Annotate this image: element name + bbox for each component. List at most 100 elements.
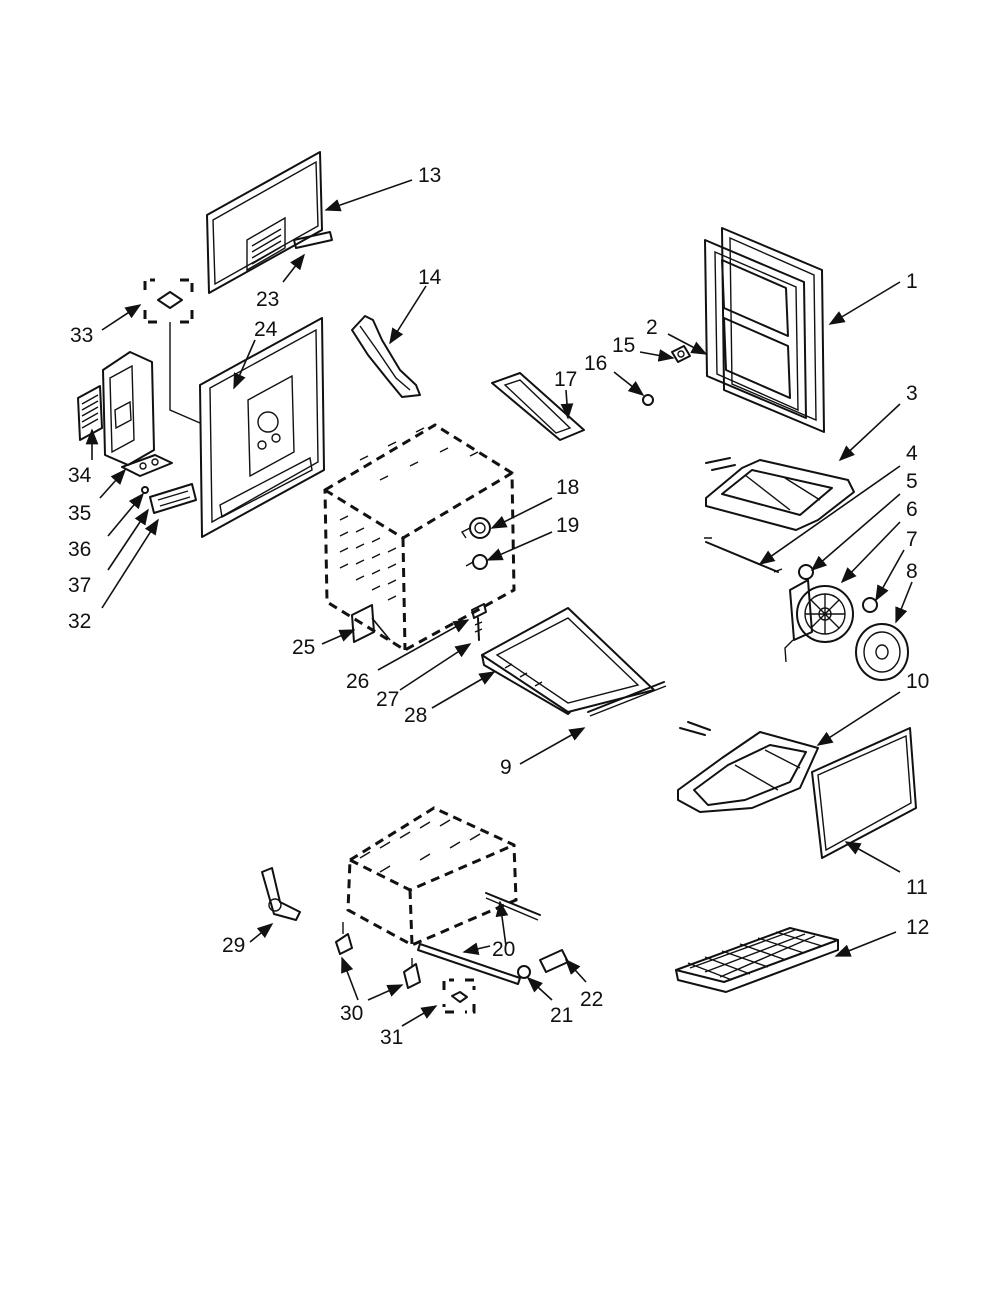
callout-8: 8	[906, 560, 918, 583]
callout-35: 35	[68, 502, 91, 525]
callout-23: 23	[256, 288, 279, 311]
callout-11: 11	[906, 876, 928, 899]
leader-8	[895, 581, 913, 624]
callout-37: 37	[68, 574, 91, 597]
callout-19: 19	[556, 514, 579, 537]
bolt-part-22	[539, 949, 569, 973]
leader-14	[389, 285, 427, 345]
oven-rack-part-12	[675, 927, 839, 993]
door-inner-panel-part-2	[704, 239, 807, 419]
bracket-part-31	[442, 978, 476, 1014]
leader-17	[560, 389, 574, 420]
control-panel-frame-part-24	[199, 317, 325, 538]
leader-13	[324, 179, 413, 212]
convection-fan-part-6	[784, 579, 854, 663]
fan-cover-part-8	[855, 623, 909, 681]
callout-15: 15	[612, 334, 635, 357]
leader-5	[810, 493, 901, 572]
leader-20b	[462, 942, 491, 955]
probe-rod-part-4	[704, 537, 783, 573]
screw-part-37	[141, 486, 149, 494]
callout-10: 10	[906, 670, 929, 693]
leader-30b	[341, 956, 359, 1001]
leader-32	[101, 518, 159, 609]
door-gasket-part-11	[811, 727, 917, 859]
callout-27: 27	[376, 688, 399, 711]
anti-tip-bracket-part-29	[261, 867, 301, 921]
leader-31	[401, 1005, 438, 1027]
callout-6: 6	[906, 498, 918, 521]
callout-22: 22	[580, 988, 603, 1011]
leader-25	[321, 629, 356, 645]
lower-drawer-assembly	[346, 806, 541, 947]
callout-29: 29	[222, 934, 245, 957]
bracket-part-33	[143, 278, 201, 424]
nut-part-5	[798, 564, 814, 580]
callout-26: 26	[346, 670, 369, 693]
rear-panel-part-13	[206, 151, 333, 294]
callout-20: 20	[492, 938, 515, 961]
callout-5: 5	[906, 470, 918, 493]
callout-18: 18	[556, 476, 579, 499]
callout-2: 2	[646, 316, 658, 339]
leader-11	[844, 841, 901, 873]
washer-part-21	[517, 965, 531, 979]
leader-16	[613, 371, 645, 396]
callout-32: 32	[68, 610, 91, 633]
leader-10	[816, 691, 901, 746]
callout-1: 1	[906, 270, 918, 293]
leader-27	[399, 643, 472, 691]
door-outer-panel-part-1	[721, 227, 825, 433]
leader-19	[486, 531, 553, 561]
leader-1	[828, 281, 901, 325]
callout-33: 33	[70, 324, 93, 347]
terminal-block-part-32	[149, 483, 197, 514]
callout-labels: 13 23 33 24 14 1 2 15 16 17 3 4 5 6 7 8 …	[68, 164, 929, 1049]
callout-30: 30	[340, 1002, 363, 1025]
nut-part-16	[642, 394, 654, 406]
leader-36	[107, 492, 145, 537]
callout-34: 34	[68, 464, 92, 487]
leader-7	[875, 549, 905, 602]
nut-part-7	[862, 597, 878, 613]
leader-24	[233, 339, 256, 390]
drip-tray-part-28	[481, 607, 655, 715]
rod-part-9	[587, 681, 667, 717]
callout-16: 16	[584, 352, 607, 375]
callout-3: 3	[906, 382, 918, 405]
callout-9: 9	[500, 756, 512, 779]
callout-36: 36	[68, 538, 91, 561]
leader-29	[249, 922, 274, 943]
leader-28	[431, 671, 496, 709]
leader-26	[377, 619, 470, 671]
callout-4: 4	[906, 442, 918, 465]
leader-12	[834, 931, 897, 957]
callout-31: 31	[380, 1026, 403, 1049]
oven-cavity-assembly	[323, 423, 516, 652]
leader-3	[838, 403, 901, 462]
vent-grille-part-34	[77, 385, 103, 441]
callout-14: 14	[418, 266, 442, 289]
leader-15	[639, 349, 675, 362]
callout-25: 25	[292, 636, 315, 659]
leveling-leg-part-30	[335, 922, 421, 989]
callout-7: 7	[906, 528, 918, 551]
leader-30	[367, 984, 404, 1001]
thermostat-part-18	[460, 517, 491, 539]
side-cover-part-35	[102, 351, 155, 466]
leader-9	[519, 727, 586, 765]
bracket-part-17	[491, 372, 585, 441]
slide-rail-part-20	[417, 943, 521, 985]
leader-33	[101, 304, 142, 331]
mounting-plate-part-36	[121, 454, 173, 477]
leader-23	[282, 253, 305, 283]
callout-24: 24	[254, 318, 278, 341]
callout-21: 21	[550, 1004, 573, 1027]
light-socket-part-19	[465, 554, 488, 570]
callout-28: 28	[404, 704, 427, 727]
leader-18	[490, 497, 553, 529]
screw-part-27	[471, 603, 487, 641]
fastener-part-15	[671, 345, 691, 363]
leader-6	[840, 521, 901, 584]
